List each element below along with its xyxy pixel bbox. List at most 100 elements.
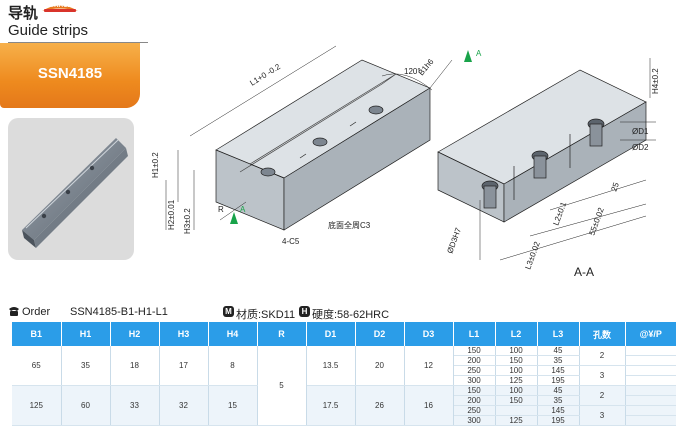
col-l3: L3 bbox=[537, 322, 580, 346]
dim-25: 25 bbox=[609, 181, 621, 193]
cell-l1: 250 bbox=[453, 365, 496, 376]
table-row: 200 150 35 bbox=[12, 355, 676, 366]
cell-holes: 3 bbox=[579, 405, 626, 426]
order-label: Order bbox=[22, 306, 51, 318]
note-c3: 底面全周C3 bbox=[328, 220, 371, 230]
phone-icon bbox=[8, 306, 20, 320]
cell-holes: 2 bbox=[579, 385, 626, 406]
cell-l3: 45 bbox=[537, 346, 580, 356]
cell-d3: 16 bbox=[404, 385, 454, 426]
dim-h4: H4±0.2 bbox=[651, 68, 660, 94]
order-code: SSN4185-B1-H1-L1 bbox=[70, 306, 168, 318]
cell-l1: 300 bbox=[453, 415, 496, 426]
section-mark-left: A bbox=[240, 205, 246, 214]
cell-l3: 35 bbox=[537, 355, 580, 366]
cell-h2: 18 bbox=[110, 346, 160, 386]
cell-h1: 35 bbox=[61, 346, 111, 386]
material-text: 材质:SKD11 bbox=[236, 309, 296, 321]
cell-price bbox=[625, 385, 676, 396]
section-mark-right: A bbox=[476, 49, 482, 58]
cell-price bbox=[625, 355, 676, 366]
col-h3: H3 bbox=[159, 322, 209, 346]
table-row: 200 150 35 bbox=[12, 395, 676, 406]
cell-d1: 17.5 bbox=[306, 385, 356, 426]
cell-l3: 195 bbox=[537, 415, 580, 426]
table-row: 300 125 195 bbox=[12, 375, 676, 386]
dim-l2: L2±0.1 bbox=[551, 200, 568, 227]
title-en: Guide strips bbox=[8, 22, 89, 39]
cell-l2: 125 bbox=[495, 415, 538, 426]
col-d3: D3 bbox=[404, 322, 454, 346]
cell-l2: 150 bbox=[495, 355, 538, 366]
col-l1: L1 bbox=[453, 322, 496, 346]
cell-l3: 195 bbox=[537, 375, 580, 386]
cell-price bbox=[625, 405, 676, 416]
col-l2: L2 bbox=[495, 322, 538, 346]
dim-l3: L3±0.02 bbox=[523, 240, 542, 271]
material-badge: M bbox=[223, 306, 234, 317]
spec-table: B1 H1 H2 H3 H4 R D1 D2 D3 L1 L2 L3 孔数 @¥… bbox=[12, 322, 676, 426]
cell-l1: 150 bbox=[453, 346, 496, 356]
cell-l1: 250 bbox=[453, 405, 496, 416]
dim-angle: 120° bbox=[404, 67, 421, 76]
table-row: 65 35 18 17 8 5 13.5 20 12 150 100 45 2 bbox=[12, 346, 676, 426]
model-code: SSN4185 bbox=[37, 65, 103, 82]
dim-h2: H2±0.01 bbox=[167, 199, 176, 230]
cell-h3: 32 bbox=[159, 385, 209, 426]
dim-h1: H1±0.2 bbox=[151, 152, 160, 178]
col-h4: H4 bbox=[208, 322, 258, 346]
brand-logo: STRACK bbox=[40, 2, 80, 16]
col-r: R bbox=[257, 322, 307, 346]
cell-price bbox=[625, 395, 676, 406]
dim-h3: H3±0.2 bbox=[183, 208, 192, 234]
cell-holes: 3 bbox=[579, 365, 626, 386]
cell-d1: 13.5 bbox=[306, 346, 356, 386]
cell-h3: 17 bbox=[159, 346, 209, 386]
table-row: 250 145 3 bbox=[12, 405, 676, 426]
technical-drawing: L1+0 -0.2 B1h6 120° H1±0.2 H2±0.01 H3±0.… bbox=[150, 40, 675, 290]
title-cn: 导轨 bbox=[8, 5, 39, 22]
table-row: 125 60 33 32 15 17.5 26 16 150 100 45 2 bbox=[12, 385, 676, 426]
cell-l3: 45 bbox=[537, 385, 580, 396]
hardness-badge: H bbox=[299, 306, 310, 317]
cell-price bbox=[625, 365, 676, 376]
dim-d2: ØD2 bbox=[632, 143, 649, 152]
cell-price bbox=[625, 415, 676, 426]
section-label: A-A bbox=[574, 265, 594, 279]
note-c5: 4-C5 bbox=[282, 237, 300, 246]
product-photo bbox=[8, 118, 134, 260]
cell-d2: 20 bbox=[355, 346, 405, 386]
dim-d1: ØD1 bbox=[632, 127, 649, 136]
dim-d3: ØD3H7 bbox=[445, 226, 463, 255]
cell-l3: 145 bbox=[537, 405, 580, 416]
iso-view bbox=[215, 59, 431, 231]
table-row: 300 125 195 bbox=[12, 415, 676, 426]
cell-h2: 33 bbox=[110, 385, 160, 426]
cell-h4: 15 bbox=[208, 385, 258, 426]
cell-l1: 200 bbox=[453, 395, 496, 406]
dim-r: R bbox=[218, 205, 224, 214]
brand-logo-text: STRACK bbox=[46, 3, 73, 9]
cell-l3: 145 bbox=[537, 365, 580, 376]
col-d2: D2 bbox=[355, 322, 405, 346]
cell-h4: 8 bbox=[208, 346, 258, 386]
cell-price bbox=[625, 375, 676, 386]
cell-l2: 125 bbox=[495, 375, 538, 386]
table-row: 250 100 145 3 bbox=[12, 365, 676, 386]
cell-l2: 100 bbox=[495, 385, 538, 396]
cell-l2: 150 bbox=[495, 395, 538, 406]
col-h2: H2 bbox=[110, 322, 160, 346]
cell-l2: 100 bbox=[495, 365, 538, 376]
cell-b1: 125 bbox=[12, 385, 62, 426]
model-tab: SSN4185 bbox=[0, 43, 140, 108]
cell-l1: 200 bbox=[453, 355, 496, 366]
header-divider bbox=[8, 42, 148, 43]
section-view bbox=[437, 69, 647, 223]
col-price: @¥/P bbox=[625, 322, 676, 346]
cell-r: 5 bbox=[257, 346, 307, 426]
cell-price bbox=[625, 346, 676, 356]
cell-l2 bbox=[495, 405, 538, 416]
col-h1: H1 bbox=[61, 322, 111, 346]
col-d1: D1 bbox=[306, 322, 356, 346]
cell-b1: 65 bbox=[12, 346, 62, 386]
